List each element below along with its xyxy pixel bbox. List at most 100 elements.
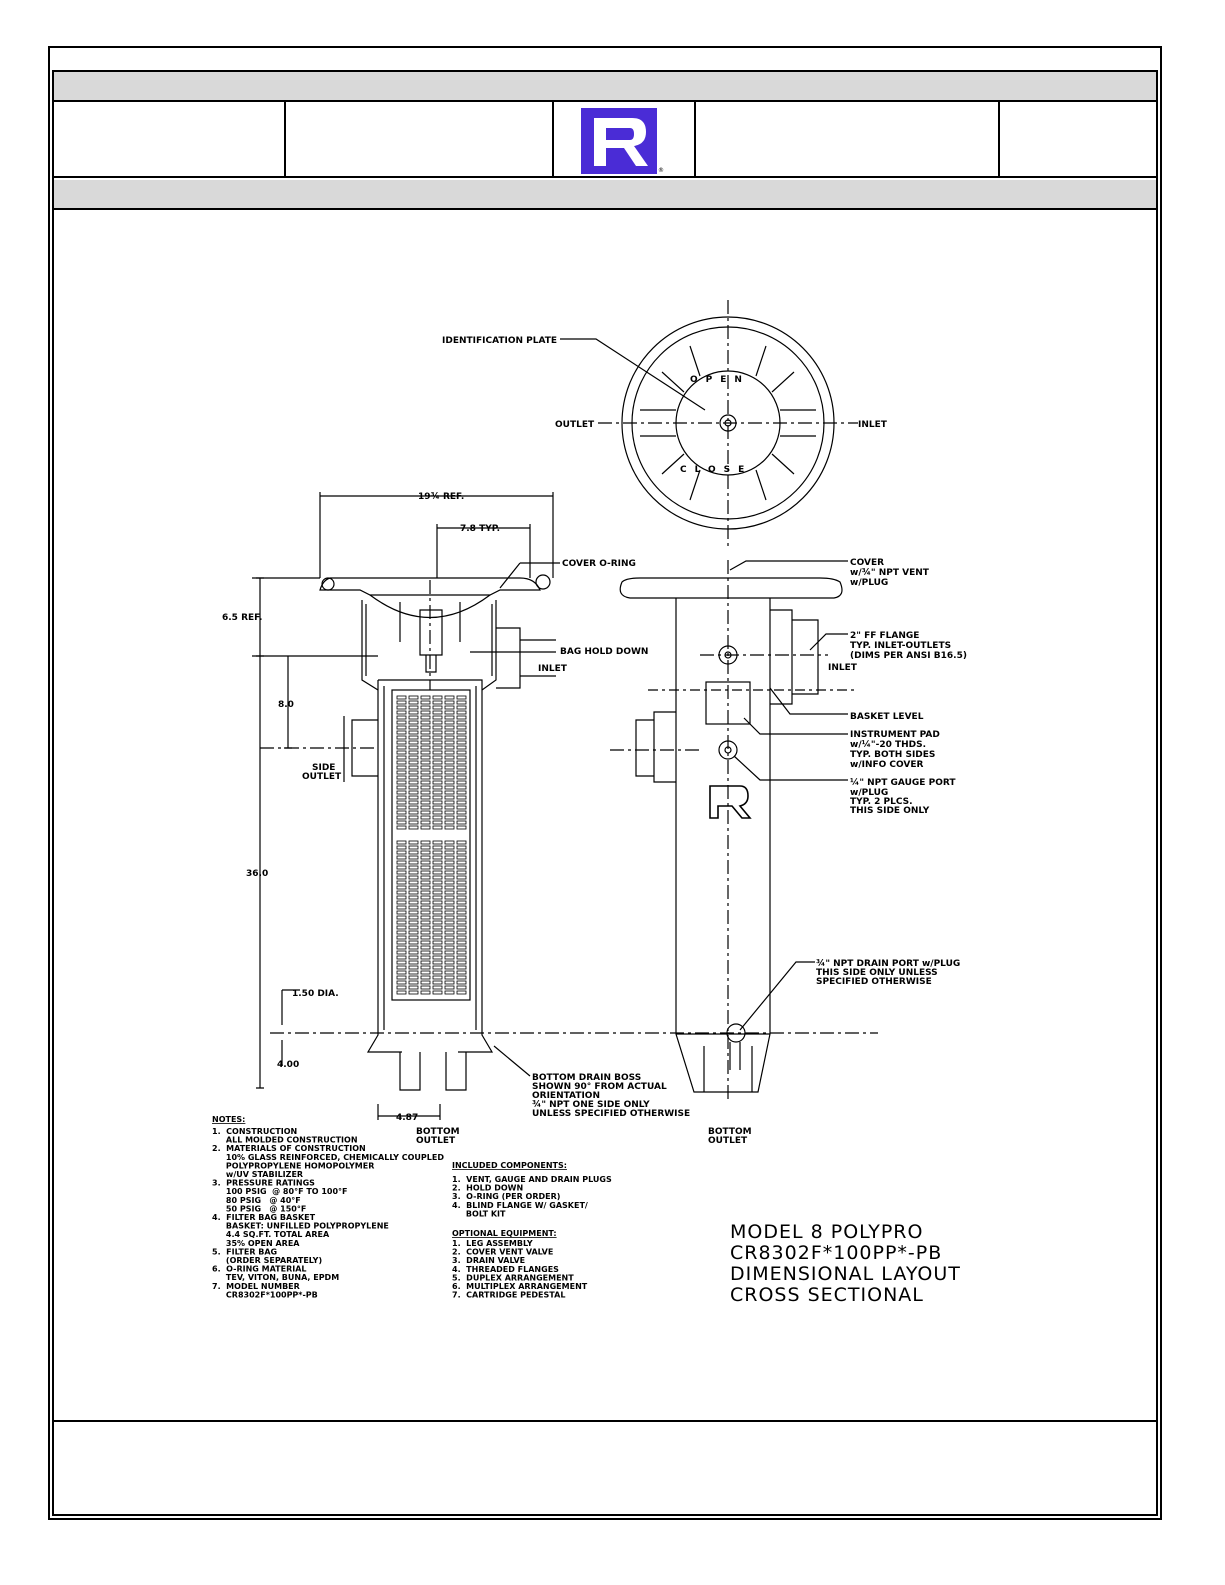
svg-text:w/PLUG: w/PLUG: [850, 578, 888, 588]
perforation-slot: [420, 940, 431, 945]
perforation-slot: [408, 850, 419, 855]
perforation-slot: [420, 880, 431, 885]
perforation-slot: [432, 955, 443, 960]
perforation-slot: [444, 705, 455, 710]
perforation-slot: [432, 825, 443, 830]
perforation-slot: [408, 765, 419, 770]
perforation-slot: [420, 900, 431, 905]
perforation-slot: [432, 710, 443, 715]
perforation-slot: [456, 905, 467, 910]
included-line: 4. BLIND FLANGE W/ GASKET/: [452, 1201, 588, 1210]
perforation-slot: [396, 845, 407, 850]
header-cell-4: [696, 102, 1000, 178]
perforation-slot: [456, 925, 467, 930]
perforation-slot: [420, 885, 431, 890]
perforation-slot: [408, 920, 419, 925]
perforation-slot: [432, 850, 443, 855]
perforation-slot: [408, 840, 419, 845]
perforation-slot: [420, 970, 431, 975]
perforation-slot: [456, 760, 467, 765]
perforation-slot: [444, 755, 455, 760]
perforation-slot: [456, 950, 467, 955]
perforation-slot: [456, 875, 467, 880]
perforation-slot: [420, 755, 431, 760]
side-view: [610, 560, 856, 1100]
perforation-slot: [408, 810, 419, 815]
notes-line: 2. MATERIALS OF CONSTRUCTION: [212, 1144, 366, 1153]
perforation-slot: [420, 710, 431, 715]
perforation-slot: [420, 905, 431, 910]
perforation-slot: [432, 865, 443, 870]
perforation-slot: [396, 725, 407, 730]
perforation-slot: [432, 765, 443, 770]
notes-line: w/UV STABILIZER: [212, 1170, 303, 1179]
perforation-slot: [444, 935, 455, 940]
perforation-slot: [420, 695, 431, 700]
perforation-slot: [456, 825, 467, 830]
perforation-slot: [420, 925, 431, 930]
perforation-slot: [420, 800, 431, 805]
perforation-slot: [408, 935, 419, 940]
perforation-slot: [444, 955, 455, 960]
perforation-slot: [408, 910, 419, 915]
included-heading: INCLUDED COMPONENTS:: [452, 1161, 567, 1170]
perforation-slot: [396, 970, 407, 975]
perforation-slot: [408, 980, 419, 985]
perforation-slot: [396, 855, 407, 860]
perforation-slot: [456, 775, 467, 780]
perforation-slot: [396, 850, 407, 855]
perforation-slot: [408, 875, 419, 880]
perforation-slot: [456, 700, 467, 705]
perforation-slot: [456, 785, 467, 790]
label-flange: 2" FF FLANGE TYP. INLET-OUTLETS (DIMS PE…: [850, 631, 967, 661]
title-line3: DIMENSIONAL LAYOUT: [730, 1263, 961, 1285]
perforation-slot: [396, 780, 407, 785]
perforation-slot: [396, 750, 407, 755]
perforation-slot: [396, 950, 407, 955]
perforation-slot: [396, 760, 407, 765]
label-section-inlet: INLET: [538, 664, 568, 674]
label-side-bottom-outlet-1: BOTTOM: [708, 1127, 752, 1137]
perforation-slot: [444, 940, 455, 945]
perforation-slot: [456, 745, 467, 750]
perforation-slot: [408, 945, 419, 950]
perforation-slot: [420, 950, 431, 955]
perforation-slot: [456, 980, 467, 985]
perforation-slot: [420, 750, 431, 755]
header-bar-bottom: [54, 180, 1156, 210]
perforation-slot: [408, 760, 419, 765]
perforation-slot: [456, 860, 467, 865]
perforation-slot: [444, 720, 455, 725]
title-line4: CROSS SECTIONAL: [730, 1284, 924, 1306]
svg-text:BOTTOM DRAIN BOSS: BOTTOM DRAIN BOSS: [532, 1073, 641, 1083]
svg-text:TYP. INLET-OUTLETS: TYP. INLET-OUTLETS: [850, 641, 951, 651]
perforation-slot: [420, 795, 431, 800]
perforation-slot: [444, 975, 455, 980]
perforation-slot: [444, 840, 455, 845]
perforation-slot: [444, 800, 455, 805]
svg-text:¾" NPT ONE SIDE ONLY: ¾" NPT ONE SIDE ONLY: [532, 1100, 650, 1110]
included-line: 3. O-RING (PER ORDER): [452, 1192, 560, 1201]
perforation-slot: [432, 960, 443, 965]
perforation-slot: [456, 880, 467, 885]
basket-perforations: [396, 695, 467, 995]
perforation-slot: [456, 815, 467, 820]
notes-line: BASKET: UNFILLED POLYPROPYLENE: [212, 1222, 389, 1231]
perforation-slot: [420, 790, 431, 795]
perforation-slot: [396, 960, 407, 965]
perforation-slot: [396, 745, 407, 750]
perforation-slot: [408, 805, 419, 810]
header-cell-logo: ®: [554, 102, 696, 178]
perforation-slot: [408, 770, 419, 775]
notes-line: TEV, VITON, BUNA, EPDM: [212, 1273, 339, 1282]
included-line: 1. VENT, GAUGE AND DRAIN PLUGS: [452, 1175, 612, 1184]
included-components: INCLUDED COMPONENTS: 1. VENT, GAUGE AND …: [452, 1161, 612, 1218]
perforation-slot: [432, 770, 443, 775]
perforation-slot: [444, 795, 455, 800]
perforation-slot: [408, 740, 419, 745]
perforation-slot: [444, 740, 455, 745]
perforation-slot: [432, 915, 443, 920]
svg-text:THIS SIDE ONLY: THIS SIDE ONLY: [850, 806, 930, 816]
label-side-bottom-outlet-2: OUTLET: [708, 1136, 748, 1146]
